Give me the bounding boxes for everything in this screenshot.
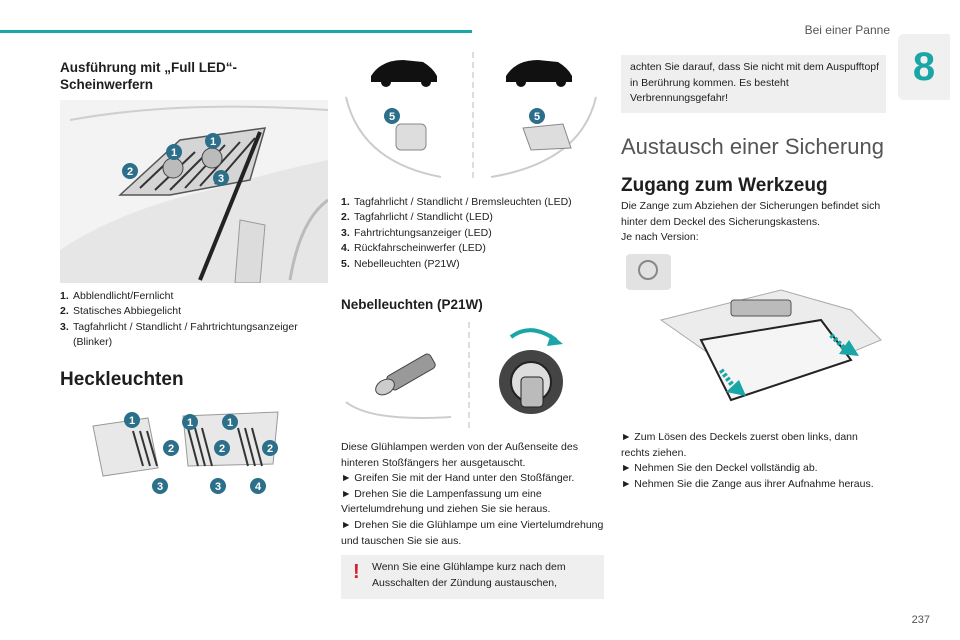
warning-icon: ! bbox=[353, 561, 360, 583]
svg-text:1: 1 bbox=[129, 415, 135, 427]
headlamp-legend: 1.Abblendlicht/Fernlicht 2.Statisches Ab… bbox=[60, 289, 328, 351]
step-1: ► Zum Lösen des Deckels zuerst oben link… bbox=[621, 431, 858, 459]
fuse-title: Austausch einer Sicherung bbox=[621, 134, 884, 159]
full-led-heading: Ausführung mit „Full LED“-Scheinwerfern bbox=[60, 60, 237, 92]
step-1: ► Greifen Sie mit der Hand unter den Sto… bbox=[341, 472, 575, 485]
svg-text:2: 2 bbox=[127, 166, 133, 178]
callout-rear-4: 4 bbox=[250, 478, 266, 494]
step-3: ► Nehmen Sie die Zange aus ihrer Aufnahm… bbox=[621, 477, 874, 490]
list-item: 2.Tagfahrlicht / Standlicht (LED) bbox=[341, 211, 493, 224]
tool-access-heading: Zugang zum Werkzeug bbox=[621, 175, 828, 196]
list-item: 1.Tagfahrlicht / Standlicht / Bremsleuch… bbox=[341, 196, 572, 208]
callout-rear-1a: 1 bbox=[124, 412, 140, 428]
paragraph-intro: Diese Glühlampen werden von der Außensei… bbox=[341, 441, 578, 469]
svg-text:2: 2 bbox=[168, 443, 174, 455]
burn-warning-text: achten Sie darauf, dass Sie nicht mit de… bbox=[630, 61, 880, 105]
paragraph-intro: Die Zange zum Abziehen der Sicherungen b… bbox=[621, 200, 881, 228]
list-item: 1.Abblendlicht/Fernlicht bbox=[60, 290, 174, 302]
fog-instructions: Diese Glühlampen werden von der Außensei… bbox=[341, 440, 605, 549]
callout-1b: 1 bbox=[166, 144, 182, 160]
tool-intro: Die Zange zum Abziehen der Sicherungen b… bbox=[621, 199, 886, 246]
svg-text:1: 1 bbox=[210, 136, 216, 148]
svg-text:1: 1 bbox=[187, 417, 193, 429]
callout-rear-2a: 2 bbox=[163, 440, 179, 456]
step-2: ► Nehmen Sie den Deckel vollständig ab. bbox=[621, 462, 818, 475]
rear-bumper-figure: 5 5 bbox=[341, 52, 605, 182]
fusebox-cover-figure bbox=[621, 250, 886, 410]
callout-rear-3b: 3 bbox=[210, 478, 226, 494]
headlamp-figure: 1 1 2 3 bbox=[60, 100, 328, 283]
svg-text:4: 4 bbox=[255, 481, 262, 493]
header-accent-bar bbox=[0, 30, 472, 33]
header-title: Bei einer Panne bbox=[804, 23, 890, 37]
svg-text:5: 5 bbox=[534, 111, 540, 123]
rear-lights-title: Heckleuchten bbox=[60, 369, 184, 390]
callout-2: 2 bbox=[122, 163, 138, 179]
step-2: ► Drehen Sie die Lampenfassung um eine V… bbox=[341, 487, 551, 516]
svg-text:1: 1 bbox=[171, 147, 177, 159]
callout-rear-2c: 2 bbox=[262, 440, 278, 456]
rear-lights-figure: 1 1 1 2 2 2 3 3 4 bbox=[88, 406, 288, 496]
callout-rear-3a: 3 bbox=[152, 478, 168, 494]
list-item: 5.Nebelleuchten (P21W) bbox=[341, 257, 460, 270]
svg-text:1: 1 bbox=[227, 417, 233, 429]
callout-rear-1b: 1 bbox=[182, 414, 198, 430]
list-item: 4.Rückfahrscheinwerfer (LED) bbox=[341, 242, 486, 255]
rear-lights-legend: 1.Tagfahrlicht / Standlicht / Bremsleuch… bbox=[341, 195, 605, 272]
fuse-steps: ► Zum Lösen des Deckels zuerst oben link… bbox=[621, 430, 886, 492]
svg-text:2: 2 bbox=[267, 443, 273, 455]
svg-text:3: 3 bbox=[215, 481, 221, 493]
svg-text:5: 5 bbox=[389, 111, 395, 123]
list-item: 3.Tagfahrlicht / Standlicht / Fahrtricht… bbox=[60, 320, 298, 349]
callout-5b: 5 bbox=[529, 108, 545, 124]
fog-bulb-figure bbox=[341, 322, 605, 432]
paragraph-version: Je nach Version: bbox=[621, 231, 699, 244]
callout-5a: 5 bbox=[384, 108, 400, 124]
svg-text:2: 2 bbox=[219, 443, 225, 455]
chapter-tab: 8 bbox=[898, 34, 950, 100]
fog-lights-heading: Nebelleuchten (P21W) bbox=[341, 297, 483, 312]
list-item: 3.Fahrtrichtungsanzeiger (LED) bbox=[341, 226, 492, 239]
step-3: ► Drehen Sie die Glühlampe um eine Viert… bbox=[341, 518, 604, 547]
warning-box: ! Wenn Sie eine Glühlampe kurz nach dem … bbox=[341, 555, 604, 599]
svg-text:3: 3 bbox=[218, 173, 224, 185]
burn-warning-box: achten Sie darauf, dass Sie nicht mit de… bbox=[621, 55, 886, 113]
callout-3: 3 bbox=[213, 170, 229, 186]
list-item: 2.Statisches Abbiegelicht bbox=[60, 305, 181, 318]
page-number: 237 bbox=[911, 614, 930, 626]
warning-text: Wenn Sie eine Glühlampe kurz nach dem Au… bbox=[372, 561, 566, 589]
callout-1a: 1 bbox=[205, 133, 221, 149]
callout-rear-2b: 2 bbox=[214, 440, 230, 456]
svg-text:3: 3 bbox=[157, 481, 163, 493]
callout-rear-1c: 1 bbox=[222, 414, 238, 430]
